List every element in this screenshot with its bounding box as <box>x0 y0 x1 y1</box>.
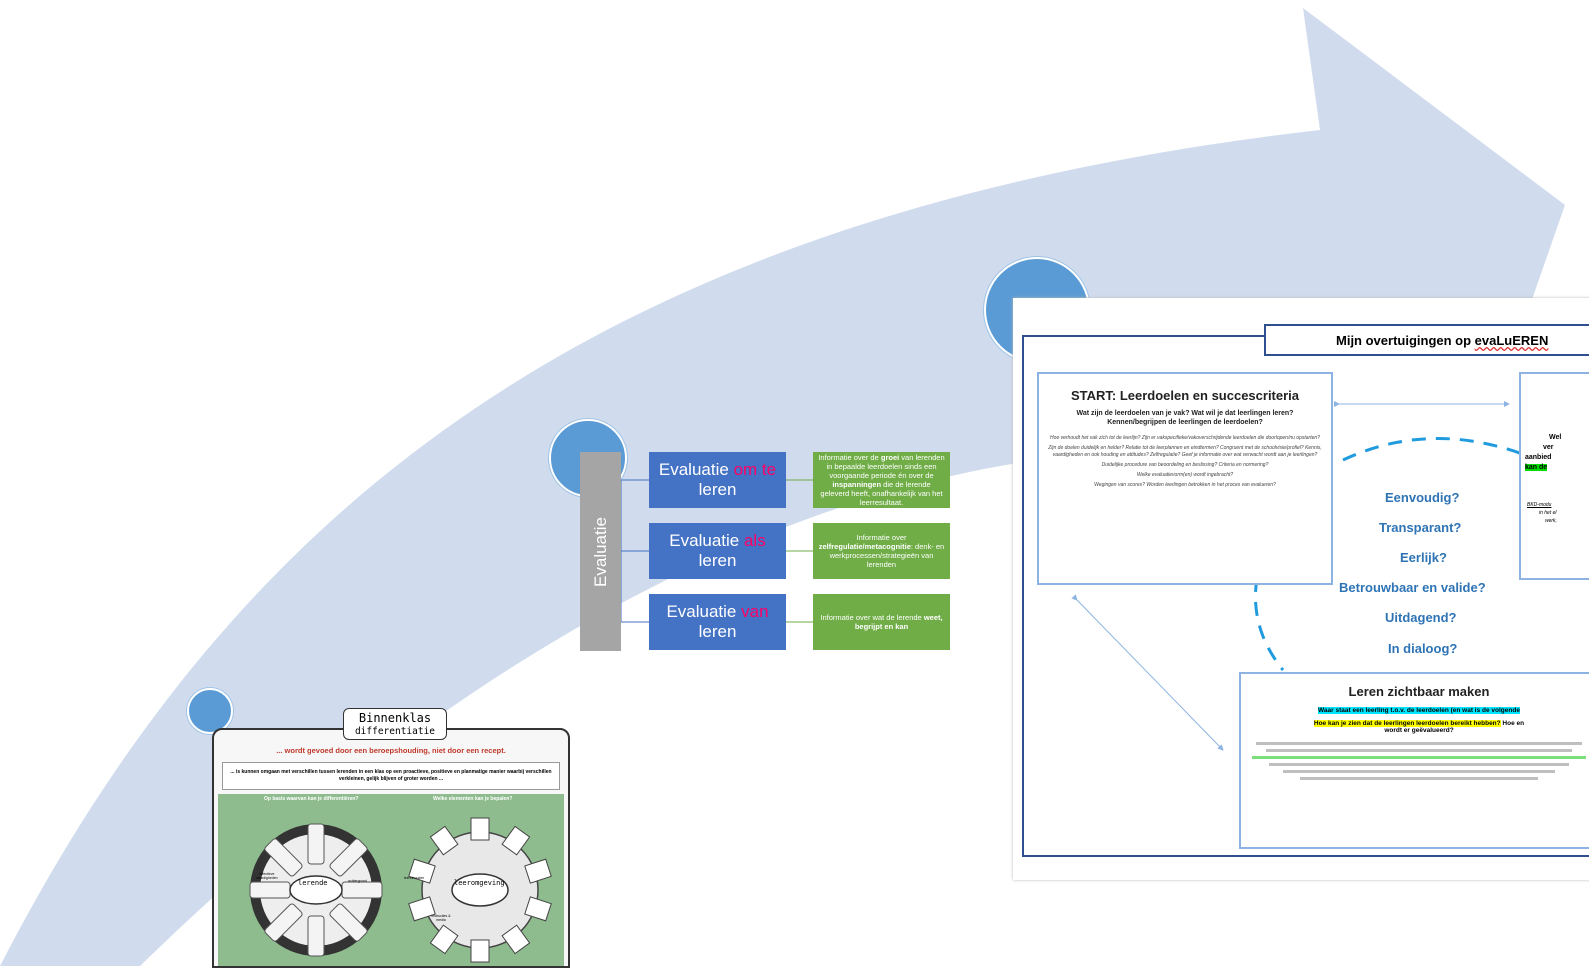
start-heading: START: Leerdoelen en succescriteria <box>1070 388 1300 403</box>
right-wheel-label: leeromgeving <box>454 879 505 887</box>
question-eerlijk: Eerlijk? <box>1400 550 1447 565</box>
lz-line-3: wordt er geëvalueerd? <box>1384 727 1454 734</box>
evaluatie-als-leren: Evaluatie als leren <box>649 523 786 579</box>
wheels-illustration <box>249 817 552 963</box>
document-title: Mijn overtuigingen op evaLuEREN <box>1264 324 1589 356</box>
left-spoke-label-2: achtergrond <box>348 879 367 883</box>
question-uitdagend: Uitdagend? <box>1385 610 1457 625</box>
question-betrouwbaar: Betrouwbaar en valide? <box>1339 580 1486 595</box>
right-spoke-label-2: instructies & media <box>431 914 451 922</box>
leren-zichtbaar-box: Leren zichtbaar maken Waar staat een lee… <box>1239 672 1589 849</box>
lz-small-text <box>1249 742 1589 780</box>
question-transparant: Transparant? <box>1379 520 1462 535</box>
binnenklas-subtitle: differentiatie <box>354 726 436 737</box>
start-line-4: Welke evaluatievorm(en) wordt ingebracht… <box>1136 472 1234 478</box>
binnenklas-intro: ... is kunnen omgaan met verschillen tus… <box>222 762 560 790</box>
info-van-leren: Informatie over wat de lerende weet, beg… <box>813 594 950 650</box>
binnenklas-title: Binnenklas <box>358 711 432 725</box>
document-connectors <box>1071 401 1534 751</box>
evaluatie-side-label: Evaluatie <box>580 452 621 651</box>
binnenklas-tagline: ... wordt gevoed door een beroepshouding… <box>276 746 506 755</box>
start-line-1: Hoe verhoudt het vak zich tot de leerlij… <box>1050 435 1320 441</box>
start-leerdoelen-box: START: Leerdoelen en succescriteria Wat … <box>1037 372 1333 585</box>
lz-heading: Leren zichtbaar maken <box>1348 684 1490 699</box>
left-wheel-label: lerende <box>298 879 328 887</box>
info-om-te-leren: Informatie over de groei van lerenden in… <box>813 452 950 508</box>
evaluatie-connectors <box>620 479 813 623</box>
left-spoke-label-1: affectieve vaardigheden <box>256 872 278 880</box>
evaluatie-van-leren: Evaluatie van leren <box>649 594 786 650</box>
start-line-2: Zijn de doelen duidelijk en helder? Rela… <box>1048 445 1322 458</box>
question-eenvoudig: Eenvoudig? <box>1385 490 1460 505</box>
binnenklas-green-panel: Op basis waarvan kan je differentiëren? … <box>218 794 564 966</box>
milestone-dot-1 <box>187 688 233 734</box>
question-in-dialoog: In dialoog? <box>1388 641 1458 656</box>
info-als-leren: Informatie over zelfregulatie/metacognit… <box>813 523 950 579</box>
right-cut-box: Wel ver aanbied kan de BKD-modu in het e… <box>1519 372 1589 580</box>
start-question: Wat zijn de leerdoelen van je vak? Wat w… <box>1076 410 1294 426</box>
lz-line-2: Hoe kan je zien dat de leerlingen leerdo… <box>1313 720 1501 727</box>
lz-line-1: Waar staat een leerling t.o.v. de leerdo… <box>1318 707 1520 714</box>
left-column-head: Op basis waarvan kan je differentiëren? <box>264 796 359 802</box>
right-spoke-label-1: leerinhouden <box>404 876 425 880</box>
right-column-head: Welke elementen kan je bepalen? <box>433 796 513 802</box>
evaluatie-om-te-leren: Evaluatie om te leren <box>649 452 786 508</box>
start-line-3: Duidelijke procedure van beoordeling en … <box>1101 462 1269 468</box>
start-line-5: Wegingen van scores? Worden leerlingen b… <box>1094 482 1276 488</box>
binnenklas-title-tag: Binnenklas differentiatie <box>343 708 447 740</box>
binnenklas-document: ... wordt gevoed door een beroepshouding… <box>212 728 570 968</box>
